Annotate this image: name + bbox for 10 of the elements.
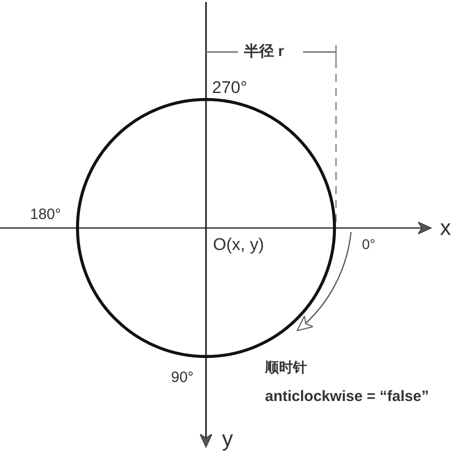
angle-label: 180° <box>30 207 62 222</box>
angle-label: 0° <box>362 237 376 251</box>
parameter-note: anticlockwise = “false” <box>265 389 429 404</box>
origin-label: O(x, y) <box>213 236 264 253</box>
dimension-label: 半径 r <box>244 44 284 59</box>
angle-label: 270° <box>212 79 248 96</box>
axis-label: y <box>222 428 233 450</box>
circle <box>76 98 336 358</box>
axis-label: x <box>440 217 451 239</box>
angle-label: 90° <box>171 370 194 385</box>
